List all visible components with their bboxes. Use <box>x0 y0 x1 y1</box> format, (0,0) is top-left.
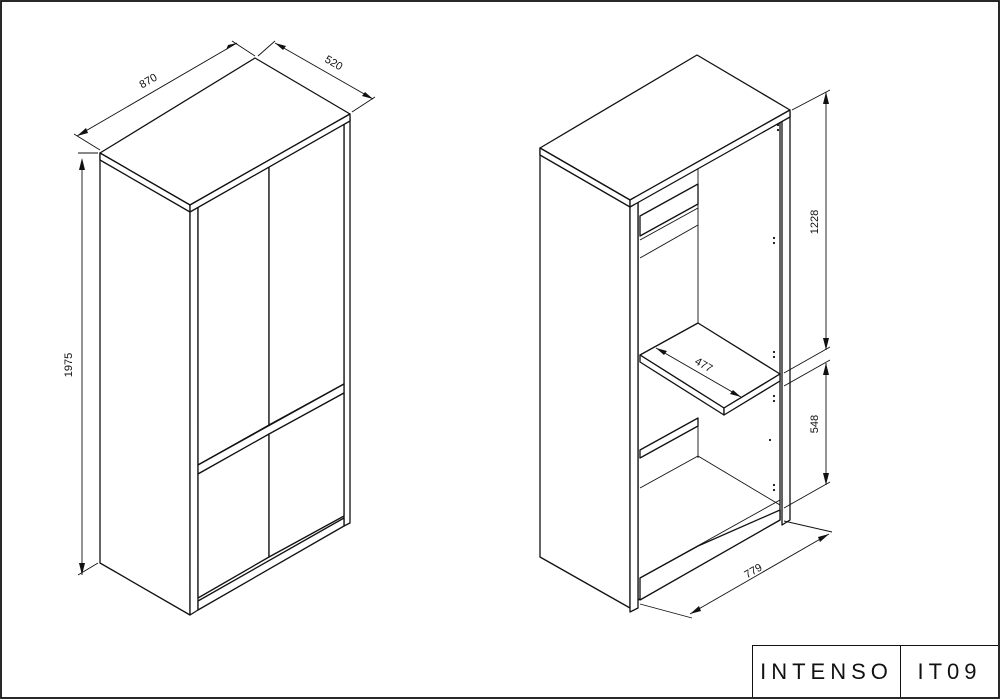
open-right-edge <box>781 111 791 526</box>
dim-closed-height: 1975 <box>63 353 75 377</box>
dim-line-inner-depth <box>655 347 742 398</box>
open-shelf-side-thickness <box>723 373 781 416</box>
open-wardrobe <box>539 54 791 613</box>
closed-side-panel <box>99 152 191 616</box>
dim-line-depth <box>274 42 374 100</box>
product-name: INTENSO <box>753 646 901 697</box>
dim-open-top-compartment: 1228 <box>809 210 821 234</box>
open-side-panel <box>539 147 631 609</box>
dim-closed-depth: 520 <box>323 54 345 74</box>
closed-right-edge <box>343 116 351 527</box>
product-code: IT09 <box>917 658 982 684</box>
open-top-side-thickness <box>629 109 791 208</box>
dim-line-width <box>76 42 238 137</box>
closed-upper-left-door <box>197 161 270 466</box>
closed-plinth <box>197 517 345 611</box>
dim-line-inner-width <box>689 533 830 615</box>
dim-open-inner-width: 779 <box>743 562 765 582</box>
closed-lower-right-door <box>268 392 345 558</box>
title-block: INTENSO IT09 <box>752 645 998 697</box>
closed-upper-right-door <box>268 120 345 426</box>
closed-front-left-strip <box>189 200 199 616</box>
closed-top-side-thickness <box>189 113 351 213</box>
dim-open-bottom-compartment: 548 <box>809 415 821 433</box>
closed-wardrobe <box>99 57 351 616</box>
dim-closed-width: 870 <box>138 72 160 92</box>
open-front-left-strip <box>629 195 639 613</box>
